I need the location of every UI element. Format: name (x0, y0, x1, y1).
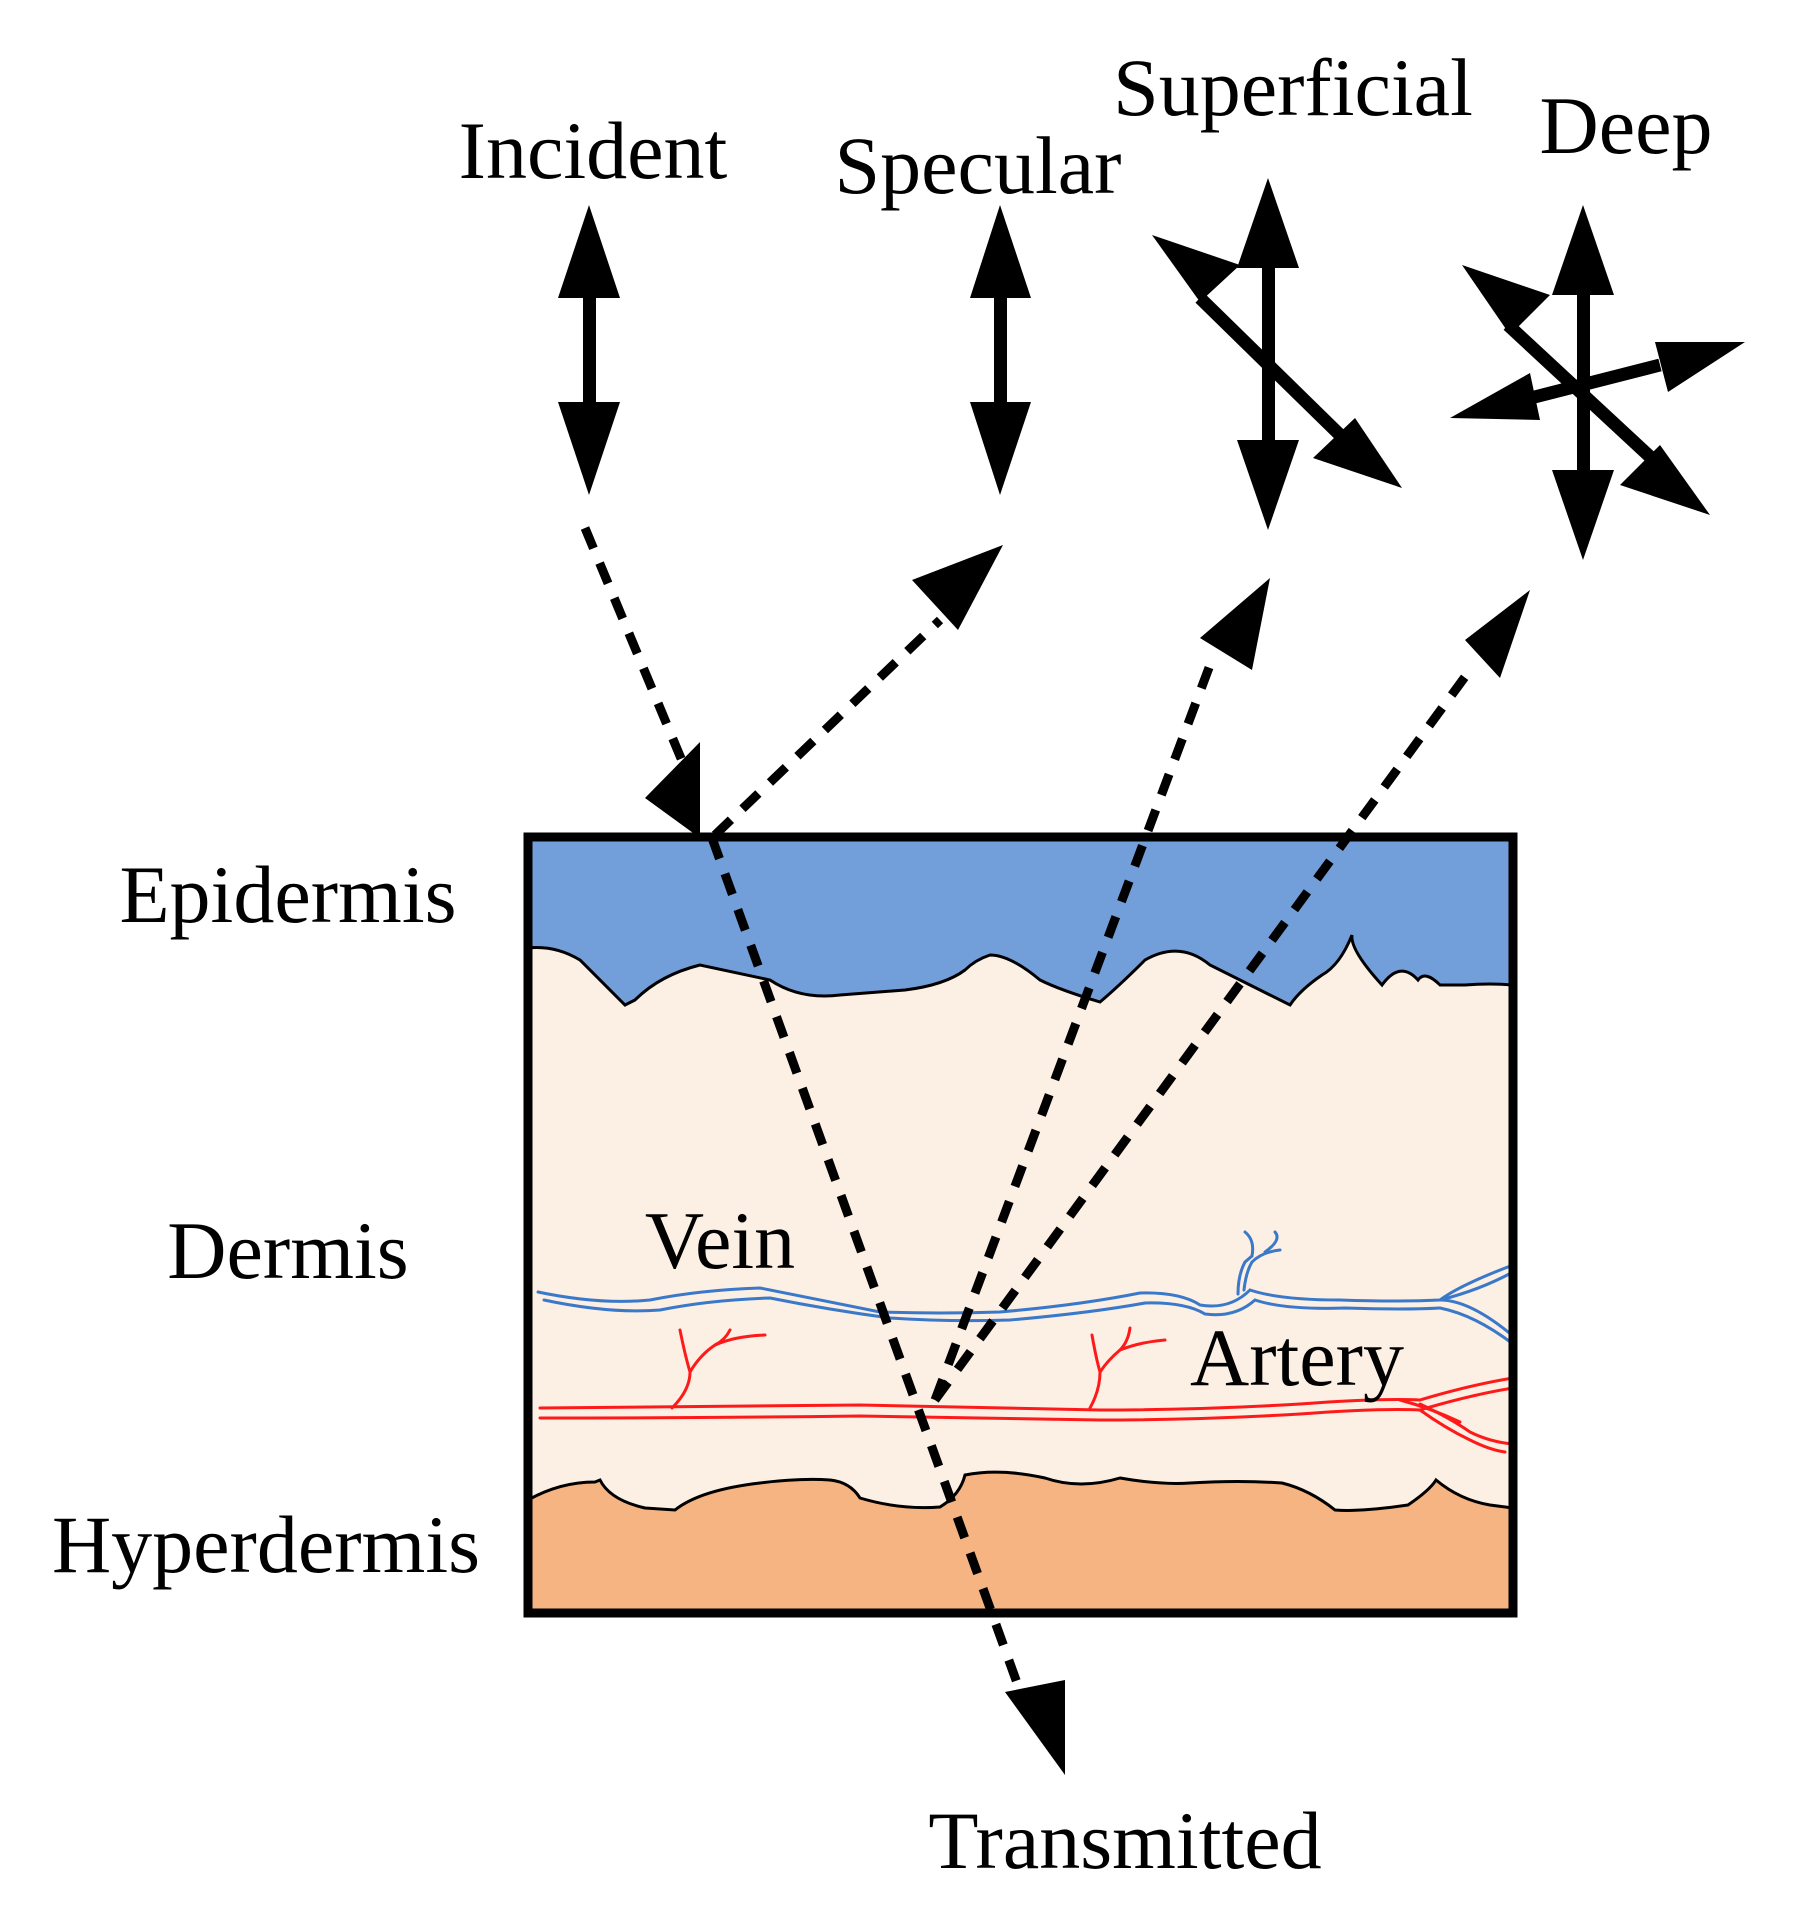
specular-polarization (970, 205, 1031, 495)
skin-box-outline (523, 832, 1518, 1618)
vein-label: Vein (645, 1195, 795, 1286)
artery-vessels (538, 1326, 1513, 1454)
specular-ray (711, 616, 944, 839)
hyperdermis-layer (528, 1470, 1513, 1613)
specular-arrowhead (912, 545, 1003, 630)
transmitted-label: Transmitted (928, 1795, 1321, 1886)
dermis-label: Dermis (167, 1205, 408, 1296)
skin-layers (528, 837, 1513, 1613)
epidermis-label: Epidermis (119, 849, 456, 940)
light-paths (580, 526, 1474, 1707)
incident-arrowhead (645, 742, 700, 838)
superficial-label: Superficial (1113, 42, 1473, 133)
deep-polarization (1450, 205, 1745, 560)
ray-arrowheads (645, 545, 1530, 1775)
incident-ray (580, 526, 695, 782)
deep-arrowhead (1465, 590, 1530, 678)
superficial-polarization (1152, 178, 1402, 530)
deep-label: Deep (1539, 80, 1712, 171)
incident-polarization (558, 205, 620, 495)
epidermis-layer (528, 837, 1513, 1007)
transmitted-arrowhead (1005, 1680, 1065, 1775)
artery-label: Artery (1190, 1312, 1404, 1403)
hyperdermis-label: Hyperdermis (52, 1499, 480, 1590)
incident-label: Incident (459, 105, 728, 196)
vein-vessels (536, 1230, 1513, 1346)
superficial-arrowhead (1200, 578, 1270, 670)
transmitted-ray (707, 836, 1030, 1707)
specular-label: Specular (835, 120, 1122, 211)
superficial-ray (930, 663, 1215, 1402)
